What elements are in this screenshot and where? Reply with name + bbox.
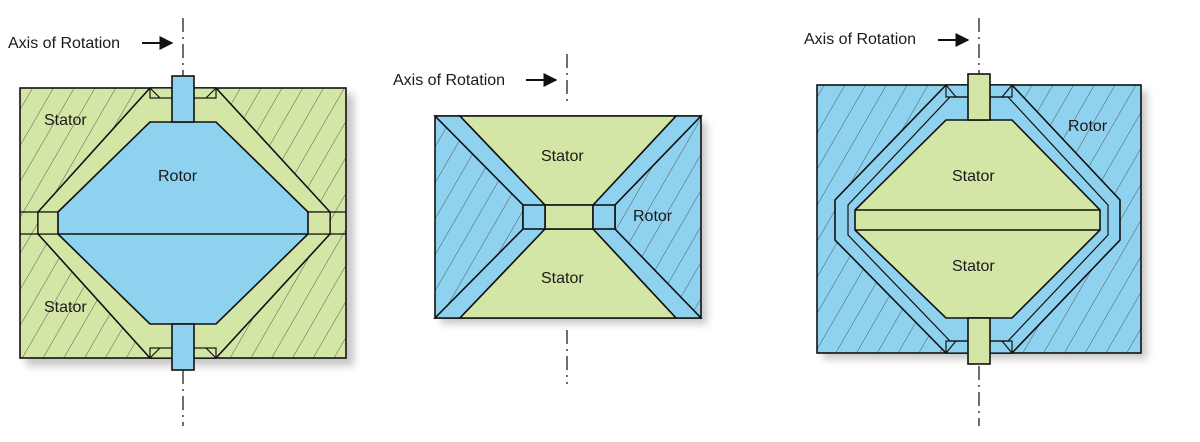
- diagram-2: Axis of Rotation Stator Stator Rotor: [393, 54, 707, 384]
- diagram-3-stator-bottom-label: Stator: [952, 258, 995, 275]
- diagram-2-axis-label: Axis of Rotation: [393, 72, 505, 89]
- diagram-3-axis-label: Axis of Rotation: [804, 31, 916, 48]
- diagram-2-right-seal: [592, 204, 616, 230]
- diagram-2-center-neck: [544, 204, 594, 230]
- diagram-1-right-seal: [307, 211, 331, 235]
- diagram-2-left-seal: [522, 204, 546, 230]
- diagram-3-shaft-bottom: [967, 317, 991, 365]
- diagram-3-shaft-top: [967, 73, 991, 121]
- diagram-1-stator-bottom-label: Stator: [44, 299, 87, 316]
- diagram-1-left-seal: [37, 211, 59, 235]
- diagram-2-stator-bottom-label: Stator: [541, 270, 584, 287]
- diagram-3-rotor-label: Rotor: [1068, 118, 1108, 135]
- diagram-1-shaft-top: [171, 75, 195, 123]
- diagram-3-stator-top-label: Stator: [952, 168, 995, 185]
- diagram-1-rotor: [57, 121, 309, 325]
- diagram-2-stator-top-label: Stator: [541, 148, 584, 165]
- diagram-1-axis-label: Axis of Rotation: [8, 35, 120, 52]
- diagram-1: Axis of Rotation Stator Stator Rotor: [8, 18, 354, 426]
- diagram-1-stator-top-label: Stator: [44, 112, 87, 129]
- diagram-1-shaft-bottom: [171, 323, 195, 371]
- diagram-2-rotor-label: Rotor: [633, 208, 673, 225]
- diagram-1-rotor-label: Rotor: [158, 168, 198, 185]
- diagram-3: Axis of Rotation Rotor Stator Stator: [804, 18, 1147, 426]
- diagram-3-stator: [854, 119, 1101, 319]
